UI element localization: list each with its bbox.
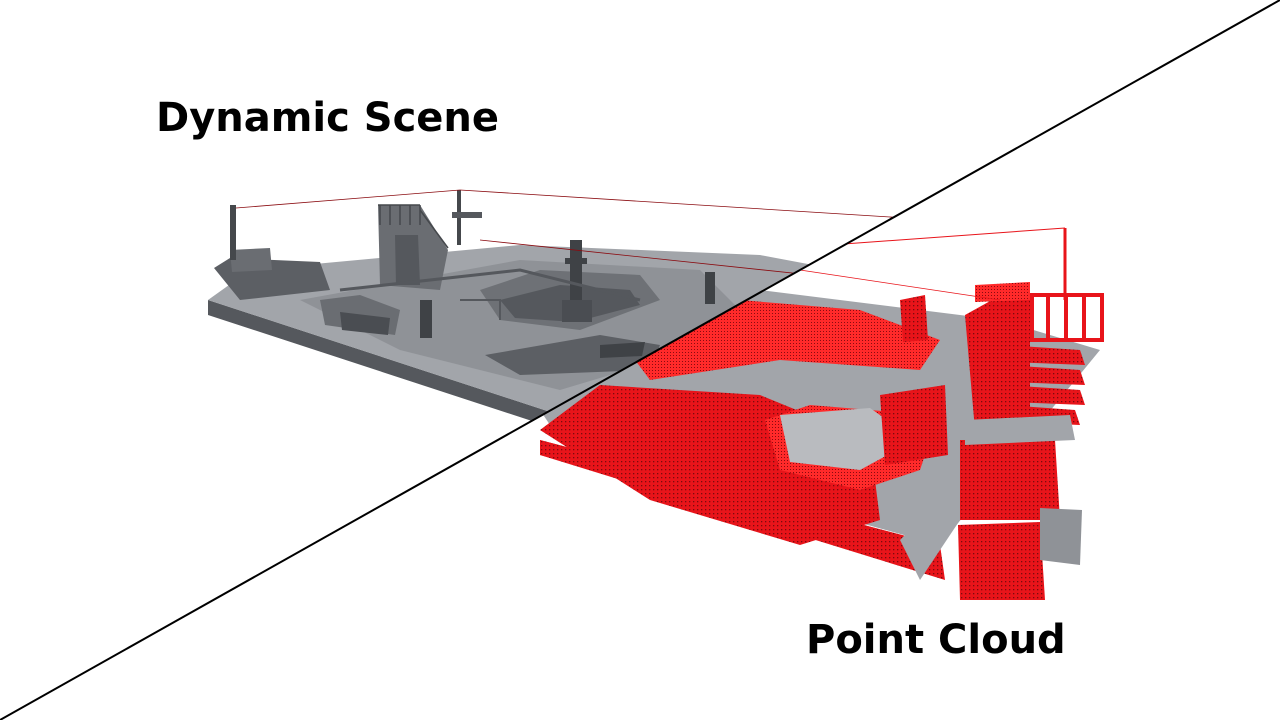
point-cloud-label: Point Cloud [806, 617, 1066, 663]
dynamic-scene-label: Dynamic Scene [156, 95, 500, 141]
